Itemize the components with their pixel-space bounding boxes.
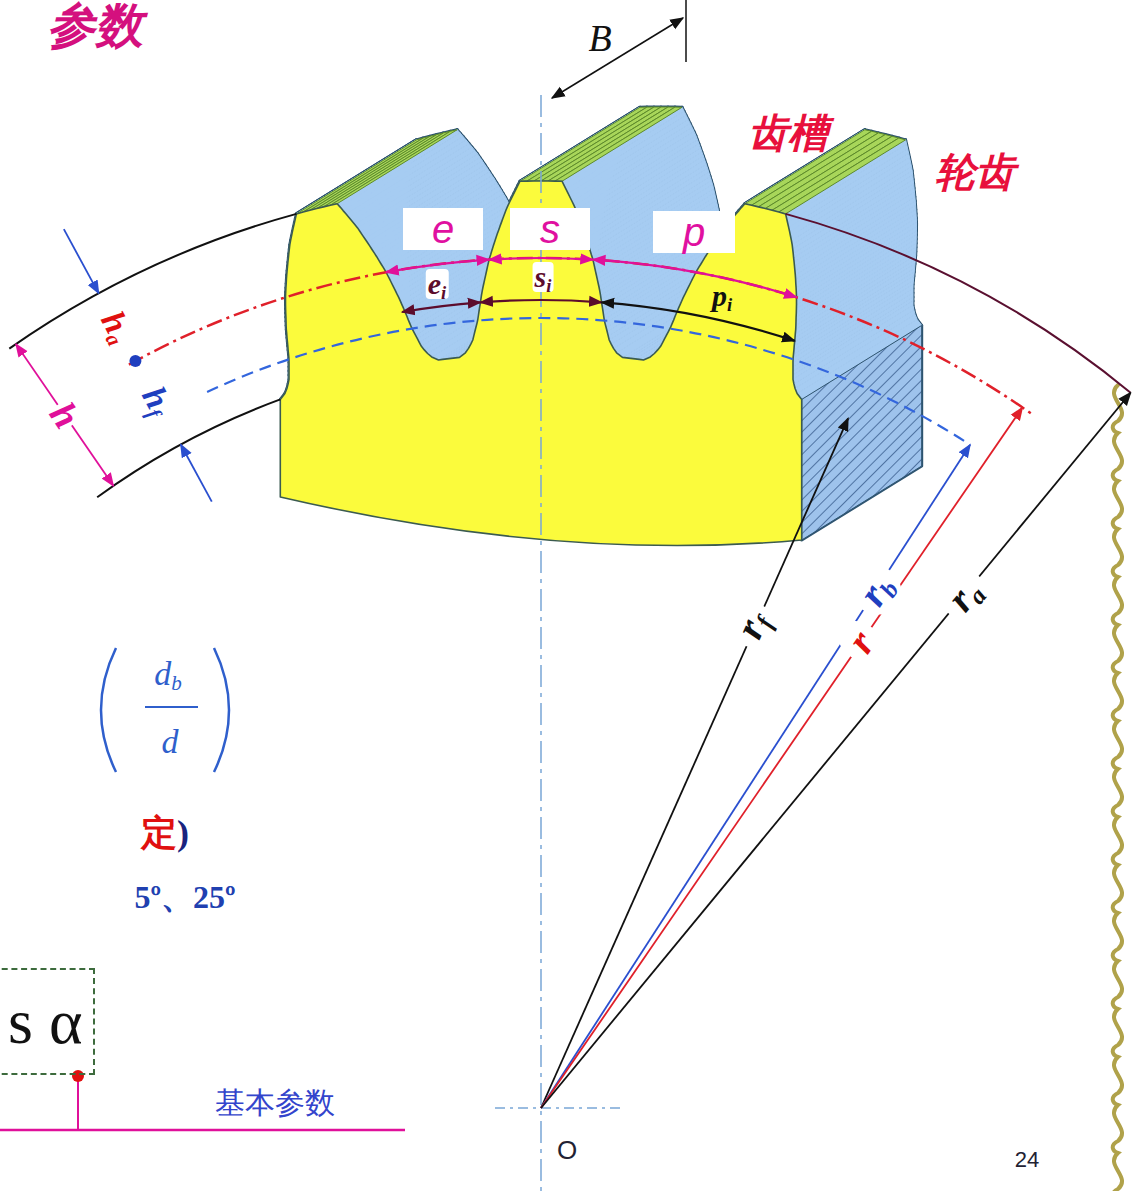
base-radius [541,445,970,1108]
thickness-arc [480,300,601,302]
slide-title: 参数 [47,2,143,50]
label-text: p [683,212,705,252]
top-land [534,107,661,181]
radius-label: ra [929,560,1000,630]
symbol-label: h [42,394,88,436]
center-line [540,95,542,1191]
extension-line [685,0,687,62]
radii [16,229,1131,1108]
tooth-flank [372,175,494,253]
left-paren [101,648,116,772]
base-circle [207,318,970,445]
tooth-flank [377,183,499,261]
vine-decoration [1113,385,1122,1191]
tooth-flank [370,172,492,250]
tip-radius [541,393,1131,1108]
top-land [555,107,682,181]
label-text: 24 [1015,1147,1039,1172]
vine [1113,385,1122,1191]
symbol-label: ha [94,304,140,350]
subscript: i [546,275,551,296]
symbol-label: s [510,208,590,250]
label-text: h [42,394,89,435]
fraction-bar [145,706,198,708]
label-text: 5º、25º [134,879,235,915]
root-radius [541,418,848,1108]
addendum-arc [9,214,296,349]
label-text: e [428,267,441,300]
label-text: e [432,209,454,249]
dedendum-arc [97,399,280,497]
label-text: O [557,1135,577,1165]
symbol-label: e [403,208,483,250]
radius-label: rb [841,556,911,625]
symbol-label: hf [135,380,179,423]
symbol-label: si [533,262,554,292]
label-text: d [154,655,171,692]
page-number: 24 [1015,1149,1039,1171]
part-name: 轮齿 [935,152,1015,192]
label-text: 齿槽 [748,111,828,155]
label-text: d [162,723,179,760]
center-label: O [557,1137,577,1163]
label-text: s [535,260,547,293]
nav-tick [77,1076,79,1130]
top-land [330,130,457,206]
width-label: B [588,19,611,57]
pitch-radius [541,407,1022,1108]
label-text: p [712,279,727,312]
part-name: 齿槽 [748,113,828,153]
nav-dot [72,1070,84,1082]
top-land [541,107,668,181]
nav-underline [0,1129,405,1132]
width-dimension [552,18,683,98]
formula-text: s α [8,990,82,1054]
formula-box: s α [0,968,95,1075]
label-text: ) [177,813,189,853]
label-text: 轮齿 [935,150,1015,194]
label-text: B [588,17,611,59]
pitch-circle [129,258,1035,416]
subscript: i [441,282,446,303]
subscript: i [727,294,732,315]
top-land [520,107,647,181]
nav-link: 基本参数 [215,1088,335,1118]
label-text: s [540,209,560,249]
note-text: 定) [141,815,189,851]
gear-body [280,107,921,546]
label-text: r [726,612,773,645]
right-paren [214,648,229,772]
space-arc [402,302,480,312]
section-face [802,325,922,540]
formula-term: d [162,725,179,759]
thickness-arc [489,258,593,260]
subscript: b [171,671,182,695]
label-text: 参数 [47,0,143,52]
depth-arrow [16,344,113,486]
formula-term: db [154,657,182,691]
radius-label: rf [719,594,784,655]
symbol-label: pi [712,281,732,311]
addendum-arc [786,214,1131,393]
symbol-label: p [653,211,735,253]
symbol-label: ei [426,269,449,299]
label-text: 定 [141,813,177,853]
center-mark [495,1107,620,1109]
label-text: 基本参数 [215,1086,335,1119]
pitch-arc [593,260,797,298]
arcs [9,214,1130,497]
top-lands [296,107,905,214]
angle-values: 5º、25º [134,881,235,913]
pitch-point [129,355,141,367]
pitch-arc [602,302,795,341]
tooth-flank [374,179,496,257]
label-text: r [838,623,884,661]
dedendum-arrow [181,444,212,501]
addendum-arrow [64,229,99,293]
top-land [548,107,675,181]
top-land [527,107,654,181]
radius-label: r [829,613,892,672]
